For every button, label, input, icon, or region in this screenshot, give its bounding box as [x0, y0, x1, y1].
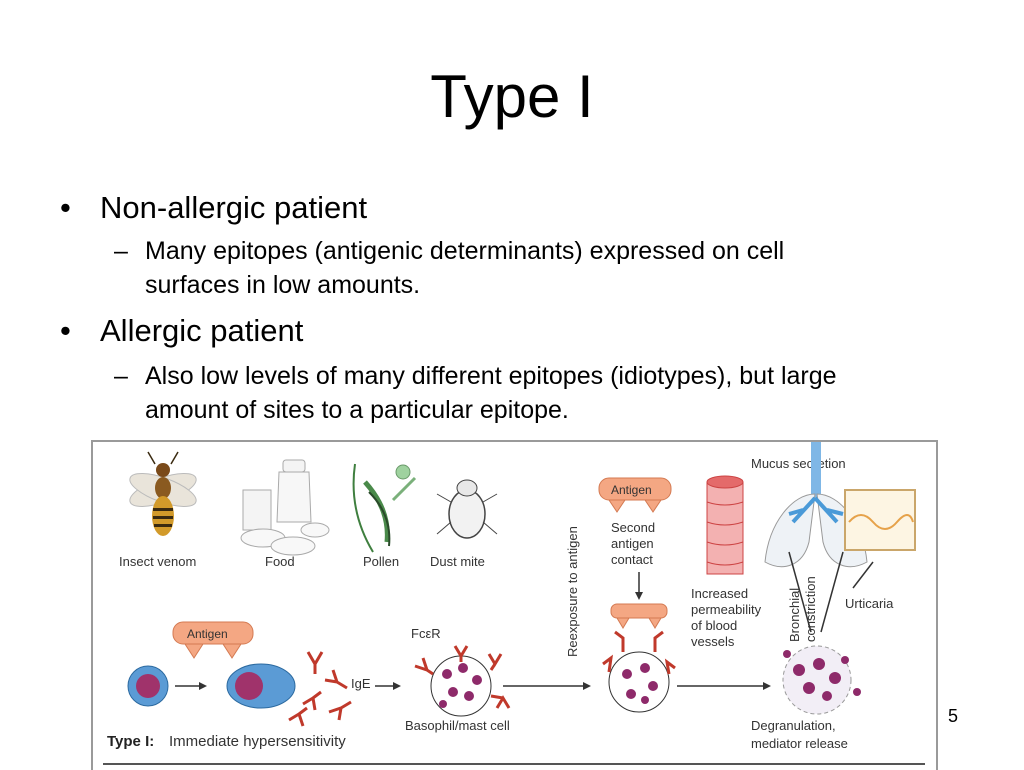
dust-mite-icon	[436, 479, 498, 539]
basophil-cell-icon	[430, 655, 492, 717]
page-number: 5	[948, 706, 959, 726]
degranulating-cell-icon	[782, 645, 861, 715]
second-contact-label: Second	[611, 520, 655, 535]
sub-bullet-symbol: –	[114, 237, 128, 265]
permeability-label: vessels	[691, 634, 735, 649]
hypersensitivity-diagram: Insect venom Food Pollen	[91, 440, 938, 770]
food-label: Food	[265, 554, 295, 569]
mucus-secretion-label: Mucus secretion	[751, 456, 846, 471]
antigen-label-1: Antigen	[187, 627, 228, 641]
b-cell-icon	[127, 665, 169, 707]
antigen-label-2: Antigen	[611, 483, 652, 497]
degranulation-label: mediator release	[751, 736, 848, 751]
blood-vessel-icon	[706, 475, 744, 575]
insect-venom-label: Insect venom	[119, 554, 196, 569]
sub-bullet-line: Many epitopes (antigenic determinants) e…	[145, 237, 785, 265]
urticaria-label: Urticaria	[845, 596, 894, 611]
sub-bullet-symbol: –	[114, 362, 128, 390]
bullet-symbol: •	[60, 190, 71, 225]
sensitized-cell-icon	[608, 651, 670, 713]
slide-title: Type I	[430, 63, 594, 130]
second-contact-label: contact	[611, 552, 653, 567]
degranulation-label: Degranulation,	[751, 718, 836, 733]
sub-bullet-line: amount of sites to a particular epitope.	[145, 396, 569, 424]
basophil-label: Basophil/mast cell	[405, 718, 510, 733]
constriction-label: constriction	[803, 576, 818, 642]
permeability-label: of blood	[691, 618, 737, 633]
ige-antibody-icon	[288, 651, 352, 727]
pollen-icon	[352, 463, 417, 553]
permeability-label: permeability	[691, 602, 762, 617]
antigen-badge-1	[172, 621, 254, 659]
fcer-receptor-icon	[414, 645, 511, 709]
caption-bold: Type I:	[107, 733, 154, 750]
insect-venom-icon	[129, 451, 197, 536]
plasma-cell-icon	[226, 663, 296, 709]
bridged-antigen-icon	[610, 603, 668, 629]
reexposure-label: Reexposure to antigen	[565, 526, 580, 657]
pollen-label: Pollen	[363, 554, 399, 569]
caption-text: Immediate hypersensitivity	[169, 733, 346, 750]
second-contact-label: antigen	[611, 536, 654, 551]
sub-bullet-line: Also low levels of many different epitop…	[145, 362, 837, 390]
antigen-badge-2	[598, 477, 672, 513]
bullet-text: Non-allergic patient	[100, 190, 368, 225]
ige-label: IgE	[351, 676, 371, 691]
urticaria-icon	[844, 489, 916, 551]
bullet-text: Allergic patient	[100, 313, 304, 348]
food-icon	[240, 459, 330, 556]
sub-bullet-line: surfaces in low amounts.	[145, 271, 421, 299]
fcer-label: FcεR	[411, 626, 441, 641]
dust-mite-label: Dust mite	[430, 554, 485, 569]
bullet-symbol: •	[60, 313, 71, 348]
bronchial-label: Bronchial	[787, 588, 802, 642]
permeability-label: Increased	[691, 586, 748, 601]
